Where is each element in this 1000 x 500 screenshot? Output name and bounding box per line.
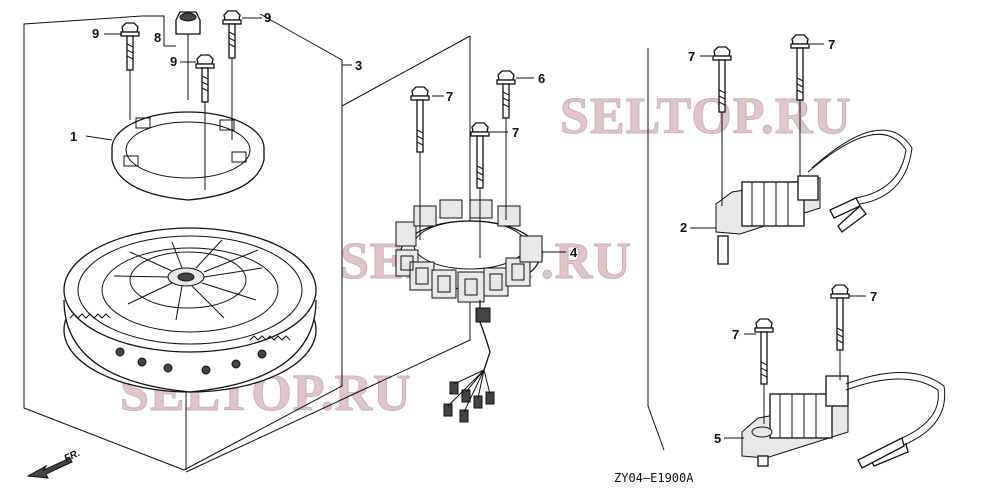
callout-3: 3 xyxy=(355,58,362,73)
callout-7-stator-left: 7 xyxy=(446,89,453,104)
assembly-3-outline xyxy=(23,13,352,471)
callout-8: 8 xyxy=(154,30,161,45)
flywheel xyxy=(63,227,317,470)
callout-7-stator-center: 7 xyxy=(512,125,519,140)
callout-7-coil-lower-right: 7 xyxy=(870,289,877,304)
cooling-ring xyxy=(85,111,265,201)
callout-4: 4 xyxy=(570,245,578,260)
watermark-1: SELTOP.RU xyxy=(560,88,852,145)
ignition-coil-lower xyxy=(724,372,946,469)
leader-lines-coil-upper xyxy=(700,43,824,206)
flywheel-nut-icon xyxy=(175,11,201,100)
front-direction-arrow-icon xyxy=(26,457,73,479)
callout-2: 2 xyxy=(680,220,687,235)
callout-7-coil-upper-left: 7 xyxy=(688,49,695,64)
stator xyxy=(395,199,566,423)
stator-outline xyxy=(185,35,471,473)
bolt-9-center-icon xyxy=(195,54,215,103)
ignition-coil-outline xyxy=(647,48,665,451)
leader-lines-coil-lower xyxy=(744,295,866,424)
ignition-coil-upper xyxy=(690,129,913,265)
bolt-9-left-icon xyxy=(120,22,140,71)
callout-7-coil-lower-left: 7 xyxy=(732,327,739,342)
callout-5: 5 xyxy=(714,431,721,446)
drawing-code: ZY04—E1900A xyxy=(614,471,694,485)
callout-1: 1 xyxy=(70,129,77,144)
callout-7-coil-upper-right: 7 xyxy=(828,37,835,52)
front-direction-label: FR. xyxy=(63,448,82,465)
bolt-9-right-icon xyxy=(222,10,242,59)
bolt-6-stator-icon xyxy=(496,70,516,119)
bolt-7-stator-center-icon xyxy=(470,122,490,189)
bolt-7-coil-lower-right-icon xyxy=(830,284,850,351)
bolt-7-coil-lower-left-icon xyxy=(754,318,774,385)
callout-6: 6 xyxy=(538,71,545,86)
callout-9-left: 9 xyxy=(92,26,99,41)
bolt-7-stator-left-icon xyxy=(410,86,430,153)
callout-9-center: 9 xyxy=(170,54,177,69)
leader-lines-assembly-3 xyxy=(104,15,262,190)
leader-lines-stator xyxy=(419,77,534,258)
callout-9-right: 9 xyxy=(264,10,271,25)
